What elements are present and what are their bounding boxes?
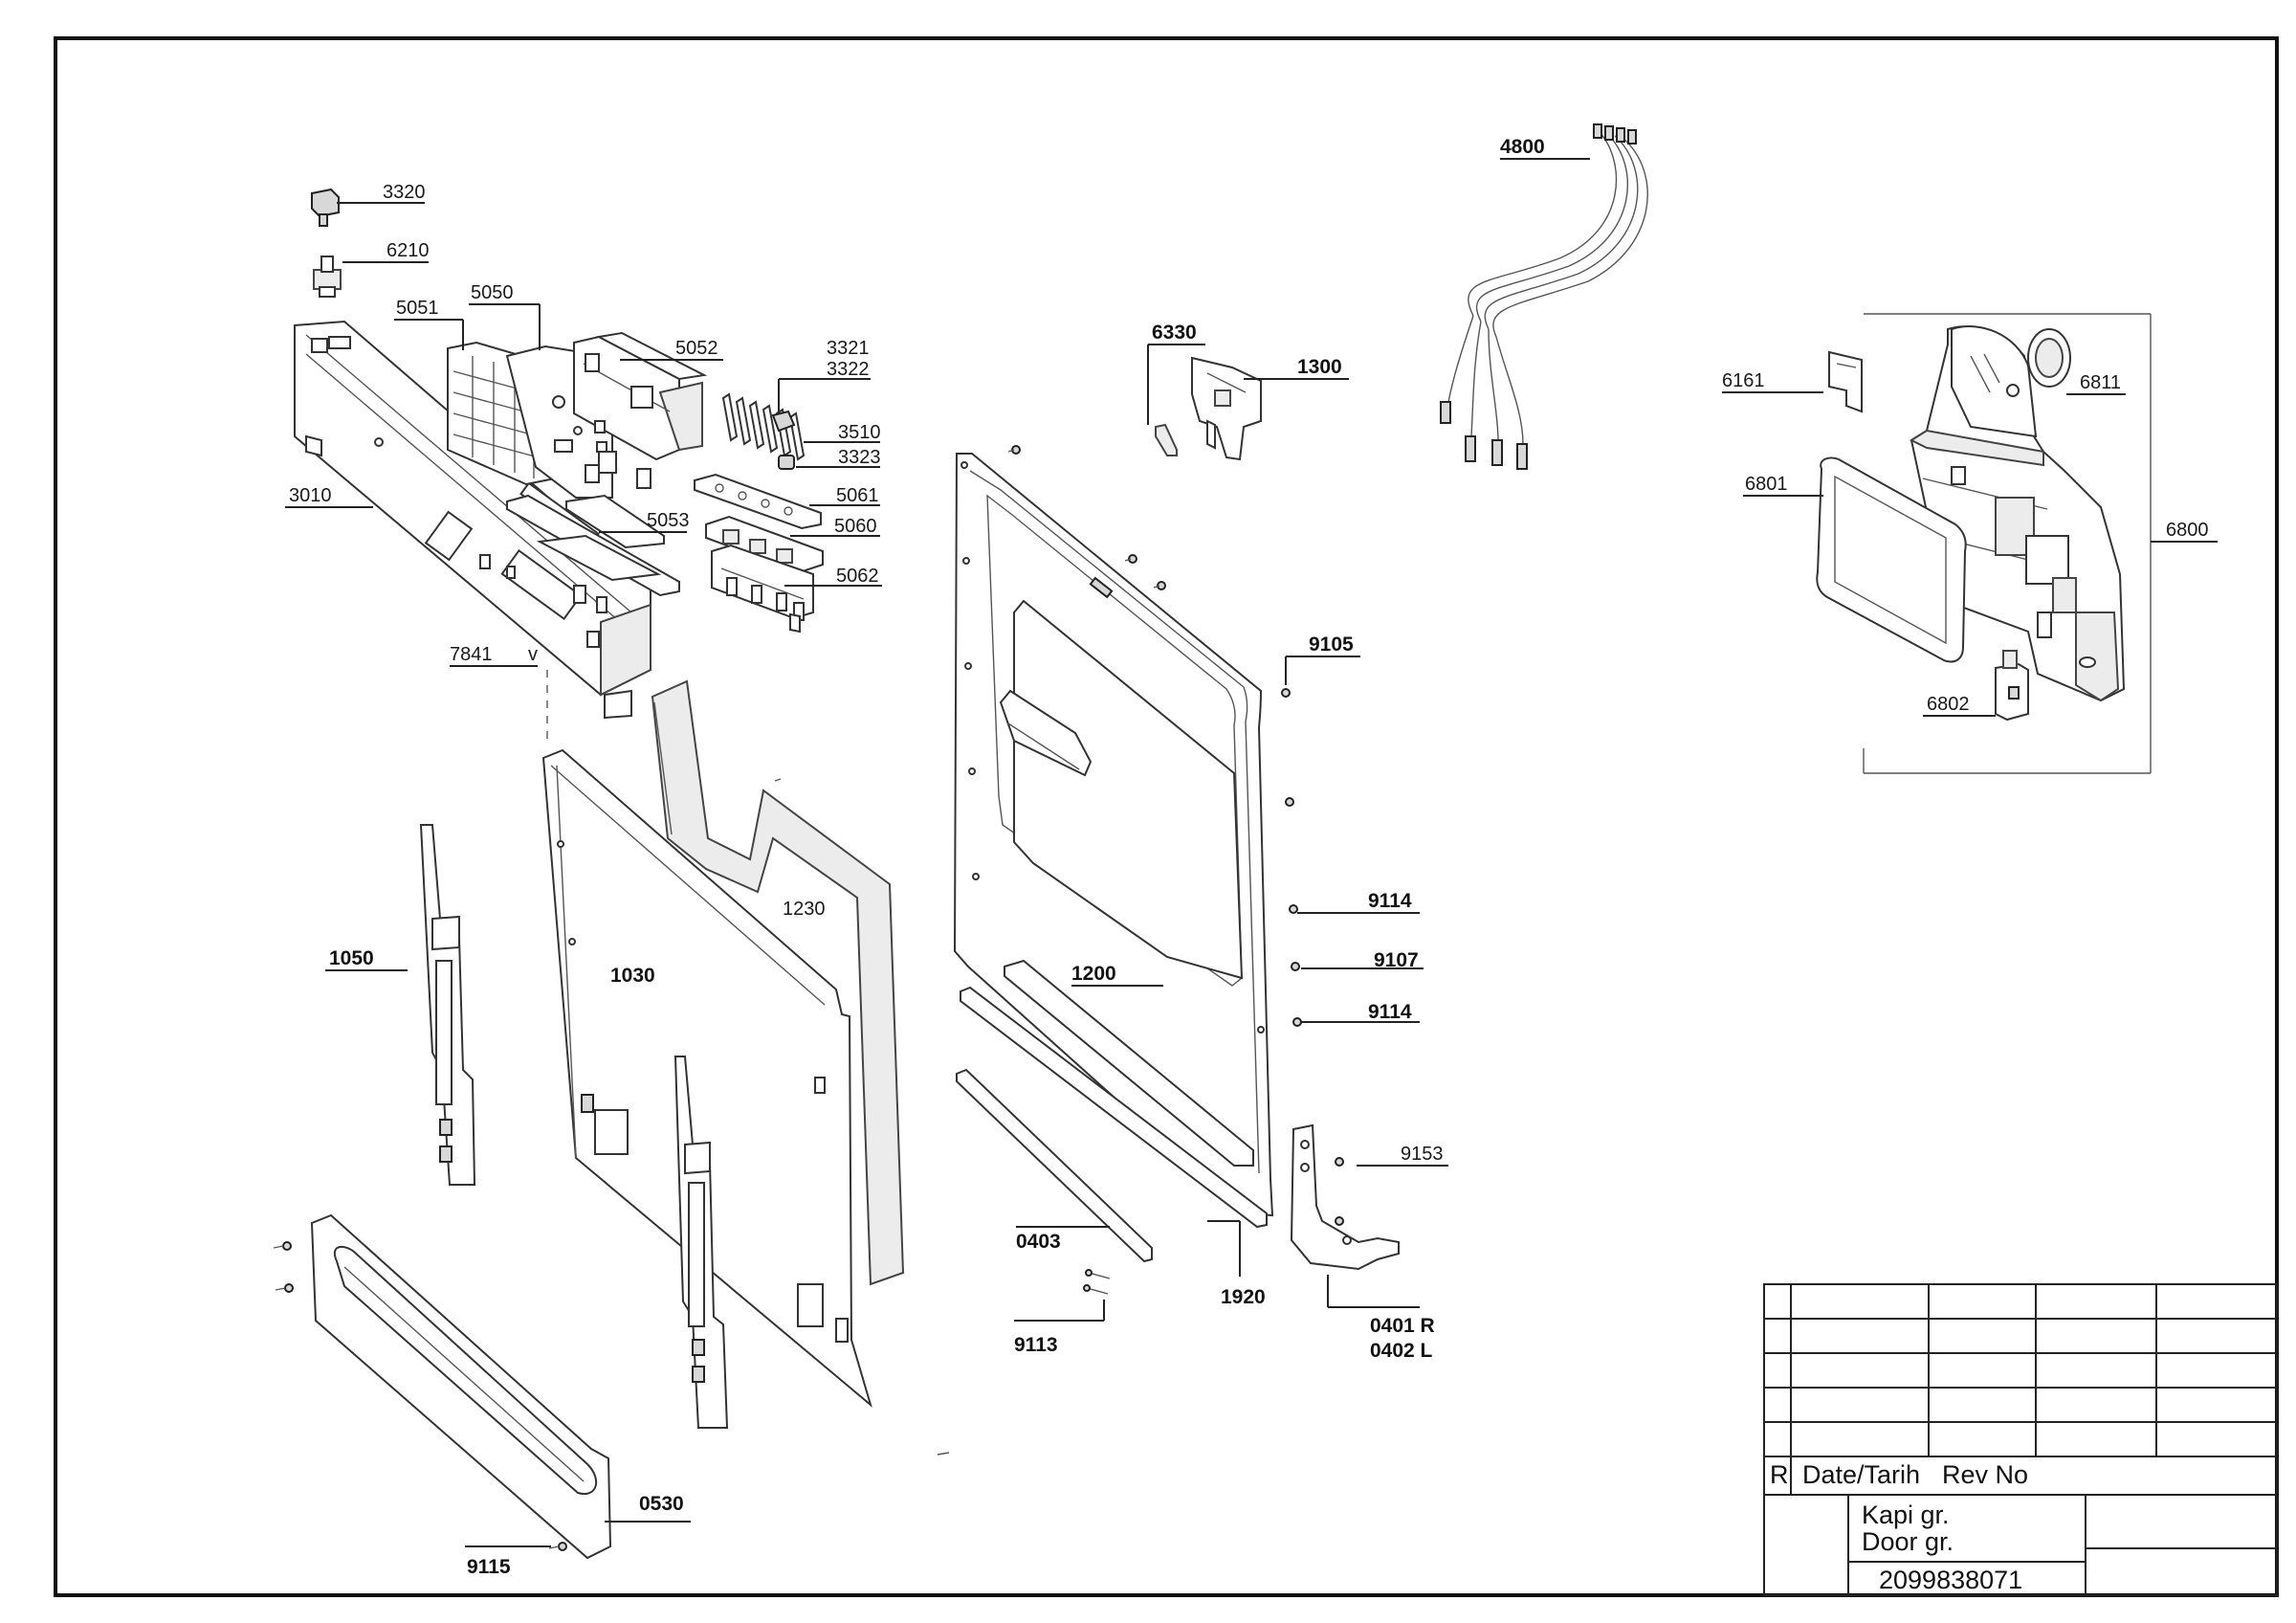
label-5053: 5053 <box>647 510 690 531</box>
label-6801: 6801 <box>1745 474 1788 495</box>
label-9114a: 9114 <box>1368 890 1412 912</box>
part-5053-window <box>506 494 680 597</box>
label-6330: 6330 <box>1152 322 1197 344</box>
label-0530: 0530 <box>639 1493 684 1515</box>
title-date-header: Date/Tarih <box>1802 1460 1920 1489</box>
label-1050: 1050 <box>329 947 374 969</box>
part-1050-rail <box>419 824 476 1186</box>
part-3321-button-shafts <box>721 392 806 461</box>
part-5062-switch-assembly <box>711 544 814 634</box>
label-7841-v: v <box>528 644 538 665</box>
part-6161-clip <box>1828 350 1863 413</box>
label-6210: 6210 <box>386 240 430 261</box>
part-0403-seal-strip <box>956 1068 1153 1263</box>
part-9113-screws <box>1083 1269 1111 1295</box>
part-6210-selector <box>313 256 342 298</box>
part-4800-cable-harness <box>1440 123 1648 470</box>
drawing-frame <box>54 36 2279 1597</box>
part-6811-seal-ring <box>2027 328 2071 388</box>
label-5051: 5051 <box>396 298 439 319</box>
title-rev-header: Rev No <box>1942 1460 2028 1489</box>
screws-plinth <box>273 1241 567 1551</box>
label-5062: 5062 <box>836 566 879 587</box>
part-5052-cover <box>573 331 708 489</box>
label-6811: 6811 <box>2080 372 2121 393</box>
label-9115: 9115 <box>467 1556 511 1578</box>
part-0401-0402-hinge <box>1290 1123 1400 1271</box>
label-1300: 1300 <box>1297 356 1342 378</box>
label-1200: 1200 <box>1071 963 1116 985</box>
label-6161: 6161 <box>1722 370 1765 391</box>
label-4800: 4800 <box>1500 136 1545 158</box>
title-block: R Date/Tarih Rev No Kapi gr. Door gr. 20… <box>1763 1283 2278 1596</box>
label-5050: 5050 <box>471 282 514 303</box>
label-9113: 9113 <box>1014 1334 1058 1356</box>
label-6800: 6800 <box>2166 520 2209 541</box>
part-1230-insulation <box>651 679 905 1286</box>
screws-inner-door <box>1007 445 1344 1226</box>
label-3323: 3323 <box>838 447 881 468</box>
part-6802-actuator <box>1995 650 2029 722</box>
part-inner-rail <box>673 1056 729 1429</box>
label-9107: 9107 <box>1374 949 1419 971</box>
label-1030: 1030 <box>610 965 655 987</box>
label-3322: 3322 <box>827 359 870 380</box>
label-5061: 5061 <box>836 485 879 506</box>
control-panel-group: 3320 6210 <box>285 182 882 741</box>
label-3321: 3321 <box>827 338 870 359</box>
label-0402: 0402 L <box>1370 1340 1433 1362</box>
part-6801-gasket <box>1816 456 1967 663</box>
label-5060: 5060 <box>834 516 877 537</box>
label-9105: 9105 <box>1309 634 1354 656</box>
title-rev-marker: R <box>1770 1460 1789 1489</box>
part-5060-switch-board <box>705 515 824 574</box>
label-9153: 9153 <box>1401 1144 1444 1165</box>
part-3320-knob <box>311 188 340 227</box>
label-3510: 3510 <box>838 422 881 443</box>
label-7841: 7841 <box>450 644 493 665</box>
part-3323 <box>778 455 795 470</box>
part-1300-door-lock <box>1191 356 1262 461</box>
part-1030-outer-panel <box>541 748 872 1408</box>
label-9114b: 9114 <box>1368 1001 1412 1023</box>
label-3010: 3010 <box>289 485 332 506</box>
label-1920: 1920 <box>1221 1286 1266 1308</box>
label-1230: 1230 <box>783 899 826 920</box>
title-group-tr: Kapi gr. <box>1862 1501 1950 1529</box>
part-1200-inner-door <box>953 453 1274 1217</box>
part-1920-bottom-seal <box>960 986 1268 1229</box>
label-3320: 3320 <box>383 182 426 203</box>
label-5052: 5052 <box>675 338 718 359</box>
title-drawing-number: 2099838071 <box>1879 1566 2022 1594</box>
part-6330-latch <box>1155 423 1178 456</box>
part-5061-button-holder <box>694 473 822 530</box>
title-group-en: Door gr. <box>1862 1527 1954 1556</box>
label-6802: 6802 <box>1927 694 1970 715</box>
part-0530-plinth <box>310 1213 612 1560</box>
label-0403: 0403 <box>1016 1231 1061 1253</box>
label-0401: 0401 R <box>1370 1315 1435 1337</box>
